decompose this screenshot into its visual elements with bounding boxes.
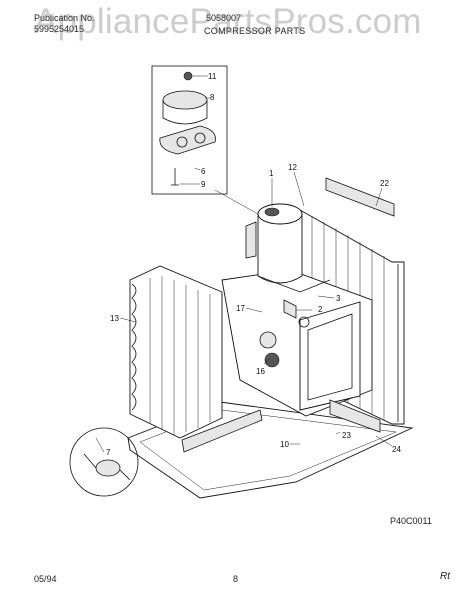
footer-date: 05/94: [34, 574, 57, 584]
mounting-bracket: [159, 125, 216, 155]
spring-mount: [283, 299, 297, 319]
capacitor-detail-circle: [69, 427, 139, 497]
publication-number: 5995254015: [34, 24, 85, 34]
callout-13: 10: [280, 440, 289, 449]
inset-detail-box: [151, 65, 228, 195]
bolt-part: [171, 168, 179, 186]
footer-mark: Rt: [440, 571, 450, 582]
callout-22: 22: [380, 179, 389, 188]
callout-12: 13: [110, 314, 119, 323]
evaporator-coil: [129, 265, 223, 439]
page-number: 8: [233, 574, 239, 584]
model-number: 5058007: [206, 13, 242, 23]
callout-24: 24: [392, 445, 401, 454]
callout-9: 11: [208, 72, 217, 81]
figure-code: P40C0011: [390, 516, 432, 526]
fan-shroud-opening: [259, 331, 277, 349]
callout-3: 3: [336, 294, 341, 303]
callout-23: 23: [342, 431, 351, 440]
section-title: COMPRESSOR PARTS: [204, 26, 306, 36]
callout-2: 2: [318, 305, 323, 314]
callout-17: 17: [236, 304, 245, 313]
callout-1: 1: [269, 169, 274, 178]
capacitor-part: [95, 459, 121, 477]
callout-8: 9: [201, 180, 206, 189]
seal-strip: [325, 177, 395, 217]
callout-11: 12: [288, 163, 297, 172]
callout-7: 8: [210, 93, 215, 102]
compressor-top-part: [162, 90, 208, 110]
callout-10: 7: [106, 448, 111, 457]
grommet-part: [183, 71, 193, 81]
publication-label: Publication No.: [34, 13, 95, 23]
watermark-logo: AppliancePartsPros.com: [34, 2, 422, 41]
callout-6: 6: [201, 167, 206, 176]
callout-16: 16: [256, 367, 265, 376]
